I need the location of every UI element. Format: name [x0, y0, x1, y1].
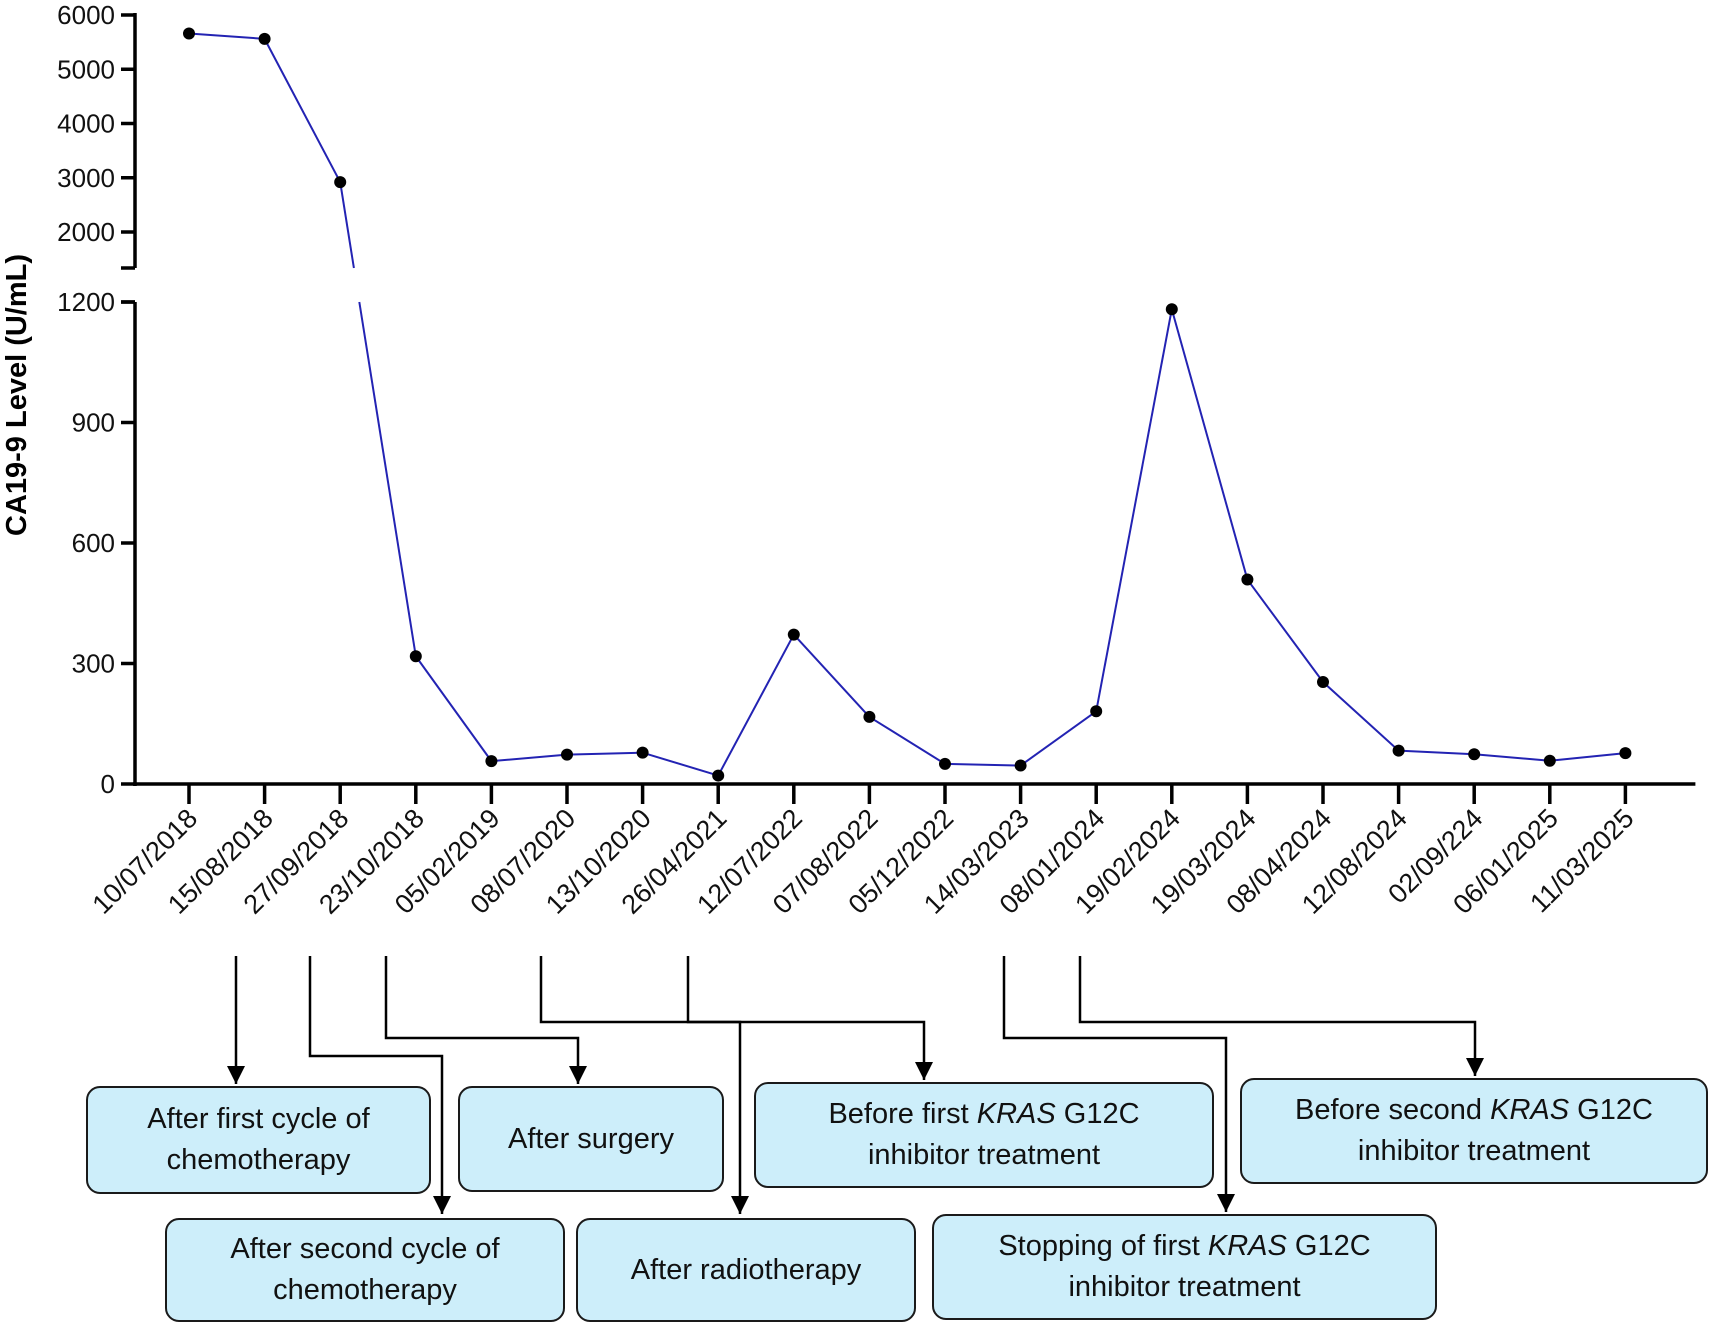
arrow-head [569, 1066, 587, 1084]
y-tick-label: 300 [72, 649, 115, 679]
y-tick-label: 4000 [57, 109, 115, 139]
annotation-line: Before second KRAS G12C [1295, 1094, 1653, 1126]
y-tick-label: 600 [72, 528, 115, 558]
series-segment [868, 716, 946, 765]
series-segment [1170, 308, 1249, 580]
y-tick-label: 0 [101, 769, 115, 799]
annotation-text: Before second KRAS G12C inhibitor treatme… [1295, 1090, 1653, 1172]
annotation-before-second-kras: Before second KRAS G12C inhibitor treatme… [1240, 1078, 1708, 1184]
arrow-head [1217, 1194, 1235, 1212]
series-segment [566, 751, 643, 756]
data-series [183, 27, 1632, 782]
annotation-line: Stopping of first KRAS G12C [998, 1230, 1371, 1262]
annotation-line: chemotherapy [166, 1144, 351, 1176]
connector-line [539, 956, 926, 1080]
series-segment [491, 753, 568, 763]
y-tick-label: 3000 [57, 163, 115, 193]
annotation-line: After second cycle of [230, 1233, 500, 1265]
data-point [1241, 573, 1254, 586]
data-point [485, 755, 498, 768]
annotation-text: After second cycle of chemotherapy [230, 1229, 499, 1311]
data-point [712, 769, 725, 782]
series-segment [414, 655, 493, 762]
series-segment [339, 181, 355, 269]
annotation-line: After surgery [508, 1122, 674, 1155]
annotation-line: After radiotherapy [630, 1253, 862, 1286]
data-point [863, 710, 876, 723]
annotation-before-first-kras: Before first KRAS G12C inhibitor treatmen… [754, 1082, 1214, 1188]
data-point [1468, 748, 1481, 761]
y-tick-label: 1200 [57, 287, 115, 317]
annotation-line: inhibitor treatment [1357, 1135, 1591, 1167]
data-point [1317, 675, 1329, 688]
annotation-after-surgery: After surgery [458, 1086, 724, 1192]
annotation-stopping-first-kras: Stopping of first KRAS G12C inhibitor tre… [932, 1214, 1437, 1320]
data-point [939, 757, 951, 770]
data-point [1543, 754, 1556, 767]
annotation-line: chemotherapy [273, 1274, 457, 1306]
connector-line [1078, 956, 1477, 1076]
series-segment [1549, 752, 1626, 762]
y-tick-label: 2000 [57, 217, 115, 247]
series-segment [1020, 710, 1097, 767]
annotation-after-second-chemo: After second cycle of chemotherapy [165, 1218, 565, 1322]
data-point [1619, 747, 1632, 760]
annotation-line: inhibitor treatment [1068, 1271, 1301, 1303]
data-point [636, 746, 649, 759]
data-point [409, 650, 422, 663]
annotation-text: Stopping of first KRAS G12C inhibitor tre… [998, 1226, 1370, 1308]
y-tick-label: 900 [72, 408, 115, 438]
series-segment [944, 762, 1021, 767]
series-segment [263, 38, 342, 183]
y-axis-label: CA19-9 Level (U/mL) [1, 254, 33, 536]
arrow-head [1466, 1058, 1484, 1076]
y-tick-label: 5000 [57, 54, 115, 84]
data-point [1165, 303, 1178, 316]
series-segment [1322, 681, 1400, 752]
data-point [787, 628, 800, 641]
series-segment [717, 634, 795, 777]
connector-line [308, 956, 444, 1214]
annotation-after-radiotherapy: After radiotherapy [576, 1218, 916, 1322]
connector-line [686, 956, 742, 1214]
annotation-text: After radiotherapy [631, 1250, 862, 1291]
data-point [1392, 744, 1405, 757]
series-segment [793, 633, 871, 718]
annotation-arrows [227, 956, 1484, 1214]
data-point [1014, 759, 1027, 772]
annotation-text: Before first KRAS G12C inhibitor treatmen… [828, 1094, 1139, 1176]
series-segment [1095, 309, 1173, 712]
series-segment [642, 751, 719, 777]
connector-line [1002, 956, 1228, 1212]
y-tick-label: 6000 [57, 0, 115, 30]
series-segment [1398, 749, 1475, 756]
data-point [258, 32, 271, 45]
arrow-head [731, 1196, 749, 1214]
series-segment [358, 301, 417, 657]
connector-line [384, 956, 580, 1084]
data-point [183, 27, 195, 40]
arrow-head [433, 1196, 451, 1214]
axes [121, 13, 1696, 804]
annotation-text: After first cycle of chemotherapy [147, 1099, 369, 1181]
series-segment [1474, 753, 1550, 762]
data-point [334, 176, 347, 189]
annotation-line: Before first KRAS G12C [828, 1098, 1140, 1130]
series-segment [188, 32, 265, 40]
arrow-head [227, 1066, 245, 1084]
tick-labels: 030060090012002000300040005000600010/07/… [57, 0, 1639, 920]
annotation-text: After surgery [508, 1119, 674, 1160]
annotation-after-first-chemo: After first cycle of chemotherapy [86, 1086, 431, 1194]
annotation-line: After first cycle of [147, 1103, 370, 1135]
annotation-line: inhibitor treatment [867, 1139, 1101, 1171]
data-point [561, 748, 573, 761]
data-point [1090, 705, 1103, 718]
series-segment [1246, 578, 1324, 683]
arrow-head [915, 1062, 933, 1080]
